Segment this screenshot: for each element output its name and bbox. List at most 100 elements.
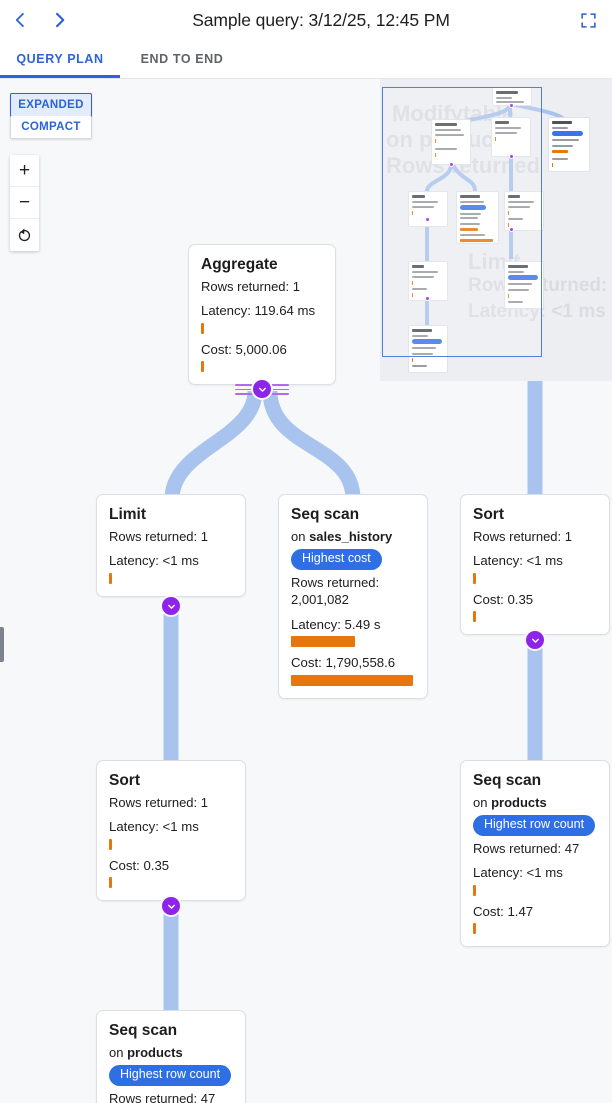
minimap-node-limit	[408, 191, 448, 227]
node-seqscan-products-right-latency: Latency: <1 ms	[473, 865, 563, 881]
node-limit-latency: Latency: <1 ms	[109, 553, 199, 569]
node-sort-left-latency: Latency: <1 ms	[109, 819, 199, 835]
edge-aggregate-seqscan	[262, 390, 361, 500]
minimap-node-sort	[408, 261, 448, 301]
back-button[interactable]	[0, 0, 40, 40]
collapse-handle-sort-left[interactable]	[162, 897, 180, 915]
node-seqscan-sales-history-rows-value: 2,001,082	[291, 592, 349, 608]
node-seqscan-sales-history-cost: Cost: 1,790,558.6	[291, 655, 396, 671]
app-header: Sample query: 3/12/25, 12:45 PM	[0, 0, 612, 40]
minimap-node-seqscan-highest-latency	[548, 117, 590, 172]
node-sort-right-rows: Rows returned: 1	[473, 528, 572, 544]
zoom-out-button[interactable]: −	[10, 187, 39, 219]
node-seqscan-products-right-title: Seq scan	[473, 772, 542, 789]
fullscreen-button[interactable]	[568, 0, 608, 40]
minimap-collapse-dot-4	[425, 217, 430, 222]
tab-end-to-end[interactable]: END TO END	[120, 40, 244, 78]
node-seqscan-sales-history[interactable]: Seq scan on sales_history Highest cost R…	[278, 494, 428, 699]
on-prefix: on	[109, 1044, 128, 1060]
node-seqscan-sales-history-relation: on sales_history	[291, 528, 415, 546]
node-sort-left[interactable]: Sort Rows returned: 1 Latency: <1 ms Cos…	[96, 760, 246, 902]
reset-rotate-icon	[18, 228, 31, 241]
node-sort-right[interactable]: Sort Rows returned: 1 Latency: <1 ms Cos…	[460, 494, 610, 636]
mode-compact-label: COMPACT	[21, 121, 81, 133]
node-sort-right-latency: Latency: <1 ms	[473, 553, 563, 569]
relation-name: sales_history	[309, 528, 393, 544]
collapse-handle-sort-right[interactable]	[526, 631, 544, 649]
minimap-collapse-dot-2	[449, 162, 454, 167]
panel-drag-handle[interactable]	[0, 627, 4, 662]
node-aggregate[interactable]: Aggregate Rows returned: 1 Latency: 119.…	[188, 244, 336, 386]
graph-canvas[interactable]: Modifytable on products Rows returned Li…	[0, 79, 612, 1103]
chevron-right-icon	[55, 12, 65, 28]
fullscreen-icon	[580, 12, 596, 28]
mode-expanded-label: EXPANDED	[18, 99, 84, 111]
node-aggregate-latency: Latency: 119.64 ms	[201, 303, 316, 319]
node-aggregate-cost: Cost: 5,000.06	[201, 341, 287, 357]
node-aggregate-latency-bar	[201, 322, 204, 334]
forward-button[interactable]	[40, 0, 80, 40]
collapse-knob-aggregate[interactable]	[253, 380, 271, 398]
chevron-down-icon	[258, 387, 266, 392]
node-limit-rows: Rows returned: 1	[109, 528, 208, 544]
badge-highest-cost: Highest cost	[291, 549, 382, 570]
collapse-knob-limit[interactable]	[162, 597, 180, 615]
node-seqscan-products-bottom-rows: Rows returned: 47	[109, 1090, 216, 1103]
collapse-handle-aggregate[interactable]	[235, 380, 289, 398]
relation-name: products	[127, 1044, 183, 1060]
node-seqscan-products-right-relation: on products	[473, 794, 597, 812]
on-prefix: on	[473, 794, 492, 810]
badge-highest-row-count-bottom: Highest row count	[109, 1065, 232, 1086]
minimap[interactable]: Modifytable on products Rows returned Li…	[380, 79, 612, 381]
tab-end-to-end-label: END TO END	[140, 52, 224, 66]
minimap-node-aggregate	[431, 119, 471, 165]
minimap-node-seqscan-sales-history	[456, 191, 499, 244]
node-aggregate-cost-bar	[201, 361, 204, 373]
minimap-collapse-dot-3	[509, 154, 514, 159]
zoom-reset-button[interactable]	[10, 219, 39, 251]
on-prefix: on	[291, 528, 310, 544]
tab-query-plan[interactable]: QUERY PLAN	[0, 40, 120, 78]
node-sort-right-title: Sort	[473, 506, 504, 523]
tab-bar: QUERY PLAN END TO END	[0, 40, 612, 79]
minimap-node-seqscan-products-right	[504, 261, 544, 309]
tab-query-plan-label: QUERY PLAN	[16, 52, 104, 66]
node-sort-left-latency-bar	[109, 838, 112, 850]
node-seqscan-products-right[interactable]: Seq scan on products Highest row count R…	[460, 760, 610, 948]
node-seqscan-products-bottom[interactable]: Seq scan on products Highest row count R…	[96, 1010, 246, 1103]
node-seqscan-products-right-cost-bar	[473, 923, 476, 935]
zoom-in-button[interactable]: +	[10, 155, 39, 187]
collapse-knob-sort-right[interactable]	[526, 631, 544, 649]
chevron-left-icon	[15, 12, 24, 28]
collapse-knob-sort-left[interactable]	[162, 897, 180, 915]
badge-highest-row-count: Highest row count	[473, 815, 596, 836]
minimap-node-sort-top	[504, 191, 544, 231]
mode-compact-button[interactable]: COMPACT	[11, 116, 91, 138]
node-aggregate-rows: Rows returned: 1	[201, 278, 300, 294]
node-sort-left-title: Sort	[109, 772, 140, 789]
node-seqscan-sales-history-latency: Latency: 5.49 s	[291, 616, 381, 632]
zoom-out-label: −	[18, 192, 31, 213]
node-seqscan-sales-history-cost-bar	[291, 674, 413, 686]
minimap-node-limit-top	[491, 117, 531, 157]
collapse-handle-limit[interactable]	[162, 597, 180, 615]
edge-aggregate-limit	[164, 390, 263, 500]
page-title: Sample query: 3/12/25, 12:45 PM	[192, 9, 450, 30]
node-sort-left-cost: Cost: 0.35	[109, 857, 170, 873]
chevron-down-icon	[167, 604, 175, 609]
minimap-content: Modifytable on products Rows returned Li…	[380, 79, 612, 381]
node-seqscan-sales-history-latency-bar	[291, 636, 355, 648]
minimap-collapse-dot-6	[425, 296, 430, 301]
minimap-collapse-dot-5	[509, 227, 514, 232]
node-limit[interactable]: Limit Rows returned: 1 Latency: <1 ms	[96, 494, 246, 597]
node-limit-latency-bar	[109, 572, 112, 584]
layout-mode-toggle: EXPANDED COMPACT	[10, 93, 92, 139]
chevron-down-icon	[531, 638, 539, 643]
node-seqscan-products-right-cost: Cost: 1.47	[473, 903, 534, 919]
minimap-viewport-rect[interactable]	[382, 87, 542, 357]
node-seqscan-products-right-latency-bar	[473, 884, 476, 896]
mode-expanded-button[interactable]: EXPANDED	[10, 93, 92, 117]
node-seqscan-products-right-rows: Rows returned: 47	[473, 840, 580, 856]
node-seqscan-sales-history-title: Seq scan	[291, 506, 360, 523]
